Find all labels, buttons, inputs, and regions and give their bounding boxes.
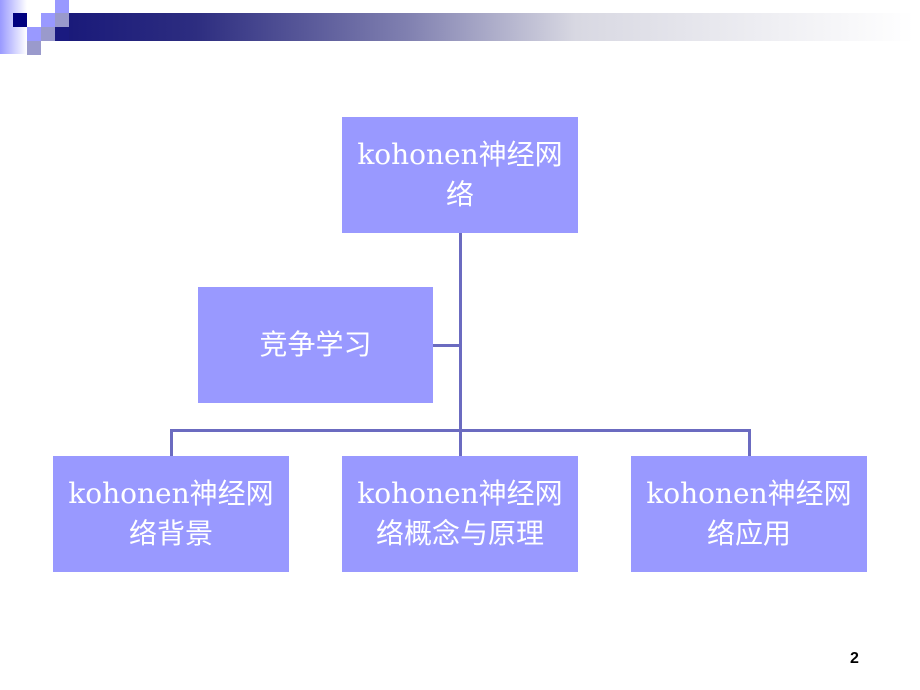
root-node-label: kohonen神经网络: [357, 138, 563, 211]
child-node-label: kohonen神经网络背景: [68, 477, 274, 550]
child-node-label: kohonen神经网络概念与原理: [357, 477, 563, 550]
side-node: 竞争学习: [198, 287, 433, 403]
child-node-label: kohonen神经网络应用: [646, 477, 852, 550]
connector-line: [170, 429, 750, 432]
child-node-application: kohonen神经网络应用: [631, 456, 867, 572]
root-node: kohonen神经网络: [342, 117, 578, 233]
side-node-label: 竞争学习: [259, 328, 372, 361]
child-node-principle: kohonen神经网络概念与原理: [342, 456, 578, 572]
connector-line: [433, 344, 460, 347]
connector-line: [170, 429, 173, 456]
page-number: 2: [850, 650, 859, 667]
connector-line: [459, 233, 462, 456]
child-node-background: kohonen神经网络背景: [53, 456, 289, 572]
connector-line: [748, 429, 751, 456]
